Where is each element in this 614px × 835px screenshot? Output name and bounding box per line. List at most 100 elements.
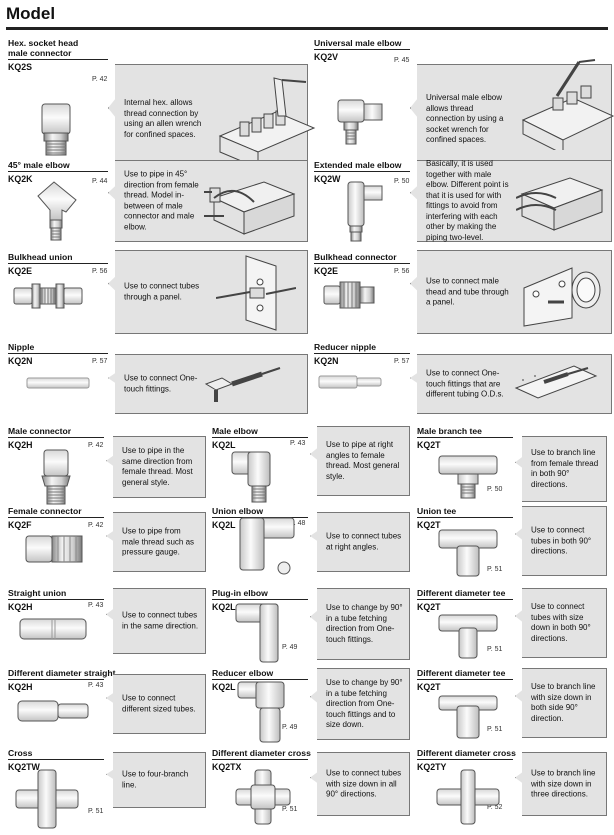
product-name: Nipple	[8, 342, 35, 352]
name-underline	[417, 759, 513, 760]
model-code: KQ2H	[8, 682, 33, 692]
page-ref[interactable]: P. 50	[394, 178, 410, 185]
fitting-image	[236, 680, 288, 749]
name-underline	[314, 263, 410, 264]
name-underline	[8, 59, 108, 60]
description-text: Use to connect tubes in the same directi…	[122, 610, 199, 631]
fitting-image	[234, 516, 296, 581]
title-rule	[6, 27, 608, 30]
model-code: KQ2TX	[212, 762, 242, 772]
name-underline	[314, 171, 410, 172]
model-code: KQ2N	[8, 356, 33, 366]
page-ref[interactable]: P. 49	[282, 644, 298, 651]
usage-illustration	[215, 252, 297, 337]
page-ref[interactable]: P. 50	[487, 486, 503, 493]
product-name: Bulkhead union	[8, 252, 73, 262]
fitting-image	[24, 532, 84, 571]
page-ref[interactable]: P. 42	[92, 76, 108, 83]
model-code: KQ2H	[8, 440, 33, 450]
fitting-image	[18, 616, 88, 647]
page-ref[interactable]: P. 57	[92, 358, 108, 365]
fitting-image	[437, 452, 499, 507]
page-ref[interactable]: P. 45	[394, 57, 410, 64]
page-ref[interactable]: P. 51	[282, 806, 298, 813]
model-code: KQ2F	[8, 520, 32, 530]
product-name: Universal male elbow	[314, 38, 402, 48]
name-underline	[314, 49, 410, 50]
fitting-image	[26, 376, 90, 395]
model-code: KQ2S	[8, 62, 32, 72]
model-code: KQ2K	[8, 174, 33, 184]
page-ref[interactable]: P. 57	[394, 358, 410, 365]
model-code: KQ2L	[212, 520, 236, 530]
description-box: Use to pipe at right angles to female th…	[310, 426, 410, 496]
description-box: Use to branch line with size down in thr…	[515, 752, 607, 816]
fitting-image	[435, 766, 501, 833]
page-ref[interactable]: P. 43	[88, 602, 104, 609]
description-box: Use to connect tubes with size down in b…	[515, 588, 607, 658]
product-name: Straight union	[8, 588, 67, 598]
product-name: Male branch tee	[417, 426, 482, 436]
product-name: Different diameter cross	[417, 748, 516, 758]
description-text: Use to connect tubes in both 90° directi…	[531, 525, 592, 556]
description-text: Use to pipe at right angles to female th…	[326, 440, 400, 481]
fitting-image	[322, 278, 382, 317]
description-text: Use to change by 90° in a tube fetching …	[326, 603, 403, 644]
usage-illustration	[515, 170, 606, 245]
description-text: Use to connect One-touch fittings that a…	[426, 368, 504, 399]
page-ref[interactable]: P. 48	[290, 520, 306, 527]
usage-illustration	[216, 76, 316, 171]
description-text: Use to pipe in 45° direction from female…	[124, 169, 199, 232]
fitting-image	[12, 280, 84, 317]
fitting-image	[437, 526, 499, 587]
description-text: Use to pipe in the same direction from f…	[122, 446, 193, 487]
product-name: Plug-in elbow	[212, 588, 268, 598]
page-ref[interactable]: P. 56	[92, 268, 108, 275]
description-text: Universal male elbow allows thread conne…	[426, 92, 504, 144]
product-name: Different diameter tee	[417, 588, 506, 598]
page-ref[interactable]: P. 56	[394, 268, 410, 275]
page-ref[interactable]: P. 51	[487, 726, 503, 733]
description-text: Use to branch line with size down in thr…	[531, 768, 596, 799]
name-underline	[314, 353, 410, 354]
name-underline	[212, 599, 308, 600]
name-underline	[8, 517, 104, 518]
page-ref[interactable]: P. 51	[487, 566, 503, 573]
usage-illustration	[204, 172, 304, 247]
description-box: Use to pipe in the same direction from f…	[106, 436, 206, 498]
product-name: Union elbow	[212, 506, 264, 516]
page-ref[interactable]: P. 42	[88, 442, 104, 449]
product-name: Hex. socket head male connector	[8, 38, 79, 58]
name-underline	[8, 263, 108, 264]
description-box: Use to branch line from female thread in…	[515, 436, 607, 502]
page-ref[interactable]: P. 42	[88, 522, 104, 529]
model-code: KQ2TY	[417, 762, 447, 772]
fitting-image	[32, 180, 84, 247]
description-text: Use to connect tubes through a panel.	[124, 281, 200, 302]
model-code: KQ2W	[314, 174, 341, 184]
product-name: Cross	[8, 748, 33, 758]
description-text: Use to four-branch line.	[122, 769, 189, 790]
product-name: Male elbow	[212, 426, 258, 436]
name-underline	[417, 437, 513, 438]
description-box: Use to connect different sized tubes.	[106, 674, 206, 734]
page-ref[interactable]: P. 44	[92, 178, 108, 185]
description-box: Use to connect tubes with size down in a…	[310, 752, 410, 816]
page-ref[interactable]: P. 51	[487, 646, 503, 653]
page-title: Model	[6, 4, 56, 23]
description-text: Use to connect tubes with size down in a…	[326, 768, 402, 799]
page-ref[interactable]: P. 49	[282, 724, 298, 731]
product-name: Reducer elbow	[212, 668, 274, 678]
product-name: Union tee	[417, 506, 457, 516]
page-ref[interactable]: P. 52	[487, 804, 503, 811]
model-code: KQ2V	[314, 52, 338, 62]
product-name: Female connector	[8, 506, 82, 516]
page-ref[interactable]: P. 43	[88, 682, 104, 689]
fitting-image	[30, 100, 82, 163]
page-ref[interactable]: P. 51	[88, 808, 104, 815]
model-code: KQ2T	[417, 602, 441, 612]
page-ref[interactable]: P. 43	[290, 440, 306, 447]
model-code: KQ2T	[417, 440, 441, 450]
model-code: KQ2T	[417, 682, 441, 692]
description-box: Use to pipe from male thread such as pre…	[106, 512, 206, 572]
